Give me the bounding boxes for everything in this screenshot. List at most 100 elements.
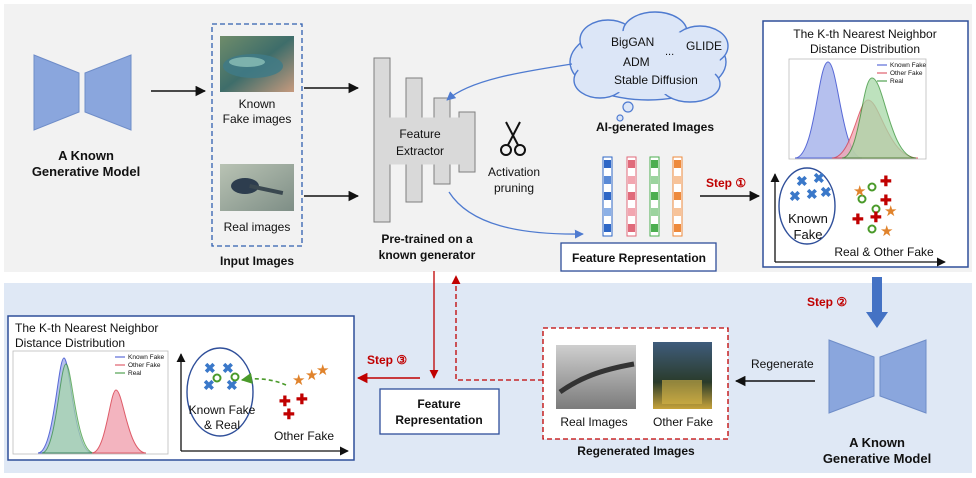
known-model-bottom-label-2: Generative Model bbox=[823, 451, 931, 466]
real-images-label: Real images bbox=[224, 220, 291, 234]
svg-text:★: ★ bbox=[316, 362, 329, 379]
known-model-label-2: Generative Model bbox=[32, 164, 140, 179]
knn-title-bottom-2: Distance Distribution bbox=[15, 336, 125, 350]
feature-bars bbox=[602, 156, 683, 237]
other-markers-top: ✚ ✚ ✚ ✚ ★ ★ ★ bbox=[852, 173, 897, 240]
regenerated-images-title: Regenerated Images bbox=[577, 444, 695, 458]
cloud-fill bbox=[576, 29, 720, 95]
known-fake-cluster-label-1: Known bbox=[788, 211, 828, 226]
known-fake-image bbox=[220, 36, 294, 92]
step2-label: Step ② bbox=[807, 295, 847, 309]
ai-generated-title: AI-generated Images bbox=[596, 120, 714, 134]
known-markers-bottom: ✖ ✖ ✖ ✖ bbox=[203, 360, 240, 393]
knn-chart-top bbox=[788, 58, 927, 160]
feature-extractor-box bbox=[380, 117, 462, 165]
regenerated-other-fake-image bbox=[653, 342, 712, 409]
legend-top-known-fake: Known Fake bbox=[890, 62, 927, 69]
svg-text:★: ★ bbox=[880, 223, 893, 240]
feature-representation-title: Feature Representation bbox=[572, 251, 706, 265]
known-fake-label-2: Fake images bbox=[223, 112, 292, 126]
feature-representation-box bbox=[560, 242, 717, 272]
svg-text:★: ★ bbox=[884, 203, 897, 220]
svg-text:✖: ✖ bbox=[806, 186, 818, 202]
arrow-other-to-known bbox=[240, 372, 287, 386]
known-fake-cluster-top bbox=[778, 167, 836, 245]
feature-extractor-label-1: Feature bbox=[399, 127, 441, 141]
arrow-extractor-to-features bbox=[448, 191, 584, 239]
svg-text:★: ★ bbox=[292, 372, 305, 389]
svg-text:✚: ✚ bbox=[880, 173, 892, 189]
feature-rep-bottom-1: Feature bbox=[417, 397, 461, 411]
regenerated-other-fake-label: Other Fake bbox=[653, 415, 713, 429]
generative-model-icon bbox=[33, 54, 132, 131]
svg-text:✚: ✚ bbox=[279, 393, 291, 409]
knn-title-top-1: The K-th Nearest Neighbor bbox=[793, 27, 936, 41]
real-image bbox=[220, 164, 294, 211]
svg-text:✖: ✖ bbox=[204, 360, 216, 376]
svg-text:★: ★ bbox=[853, 183, 866, 200]
cloud-dots: ... bbox=[665, 46, 674, 58]
cloud-biggan: BigGAN bbox=[611, 35, 654, 49]
legend-bottom-real: Real bbox=[128, 370, 142, 377]
svg-text:✖: ✖ bbox=[820, 184, 832, 200]
cloud-stable-diffusion: Stable Diffusion bbox=[614, 73, 698, 87]
cloud-adm: ADM bbox=[623, 55, 650, 69]
regenerated-real-label: Real Images bbox=[560, 415, 627, 429]
other-fake-bottom-label: Other Fake bbox=[274, 429, 334, 443]
cloud-glide: GLIDE bbox=[686, 39, 722, 53]
legend-top-other-fake: Other Fake bbox=[890, 70, 923, 77]
generative-model-icon-bottom bbox=[828, 339, 927, 414]
knn-title-bottom-1: The K-th Nearest Neighbor bbox=[15, 321, 158, 335]
step2-arrow bbox=[866, 277, 888, 328]
svg-text:✚: ✚ bbox=[296, 391, 308, 407]
known-fake-markers-top: ✖ ✖ ✖ ✖ ✖ bbox=[789, 170, 832, 204]
svg-text:✚: ✚ bbox=[880, 192, 892, 208]
known-model-bottom-label-1: A Known bbox=[849, 435, 905, 450]
real-other-fake-label: Real & Other Fake bbox=[834, 245, 934, 259]
known-fake-label-1: Known bbox=[239, 97, 276, 111]
legend-top-real: Real bbox=[890, 78, 904, 85]
regenerated-real-image bbox=[556, 345, 636, 409]
svg-text:✖: ✖ bbox=[222, 360, 234, 376]
known-model-label-1: A Known bbox=[58, 148, 114, 163]
pretrained-label-1: Pre-trained on a bbox=[381, 232, 473, 246]
svg-text:✖: ✖ bbox=[226, 377, 238, 393]
step1-label: Step ① bbox=[706, 176, 746, 190]
step3-label: Step ③ bbox=[367, 353, 407, 367]
svg-text:✖: ✖ bbox=[789, 188, 801, 204]
activation-pruning-label-2: pruning bbox=[494, 181, 534, 195]
known-fake-cluster-label-2: Fake bbox=[794, 227, 823, 242]
pretrained-label-2: known generator bbox=[379, 248, 476, 262]
feature-rep-bottom-2: Representation bbox=[395, 413, 482, 427]
feature-representation-box-bottom bbox=[379, 388, 500, 435]
knn-title-top-2: Distance Distribution bbox=[810, 42, 920, 56]
cloud-bubble-2 bbox=[616, 114, 624, 122]
known-real-label-1: Known Fake bbox=[189, 403, 256, 417]
arrow-cloud-to-extractor bbox=[446, 63, 573, 101]
other-fake-markers-bottom: ★ ★ ★ ✚ ✚ ✚ bbox=[279, 362, 329, 422]
known-real-label-2: & Real bbox=[204, 418, 240, 432]
scatter-axes-top bbox=[770, 173, 946, 267]
svg-text:✖: ✖ bbox=[796, 173, 808, 189]
svg-text:★: ★ bbox=[305, 367, 318, 384]
svg-text:✚: ✚ bbox=[283, 406, 295, 422]
legend-bottom-known-fake: Known Fake bbox=[128, 354, 165, 361]
knn-chart-bottom bbox=[12, 350, 169, 455]
svg-text:✖: ✖ bbox=[813, 170, 825, 186]
svg-text:✖: ✖ bbox=[203, 377, 215, 393]
input-images-box bbox=[211, 23, 303, 247]
feature-extractor-label-2: Extractor bbox=[396, 144, 444, 158]
activation-pruning-label-1: Activation bbox=[488, 165, 540, 179]
svg-text:✚: ✚ bbox=[870, 209, 882, 225]
cloud-bubble-1 bbox=[622, 101, 634, 113]
regenerate-label: Regenerate bbox=[751, 357, 814, 371]
scatter-axes-bottom bbox=[176, 353, 349, 456]
arrow-regenerated-to-extractor bbox=[451, 275, 543, 381]
legend-bottom-other-fake: Other Fake bbox=[128, 362, 161, 369]
input-images-title: Input Images bbox=[220, 254, 294, 268]
svg-text:✚: ✚ bbox=[852, 211, 864, 227]
scissors-icon bbox=[500, 121, 526, 156]
known-real-cluster-bottom bbox=[186, 347, 254, 437]
